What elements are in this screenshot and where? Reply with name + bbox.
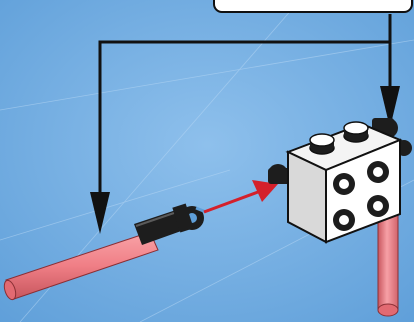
guide-arrow-icon (90, 14, 400, 234)
motion-arrow-icon (203, 180, 278, 214)
pink-bar-with-clip (3, 203, 207, 301)
white-brick-with-black-clips (268, 118, 412, 244)
callout-box (213, 0, 413, 13)
pink-bar-vertical (377, 199, 399, 317)
